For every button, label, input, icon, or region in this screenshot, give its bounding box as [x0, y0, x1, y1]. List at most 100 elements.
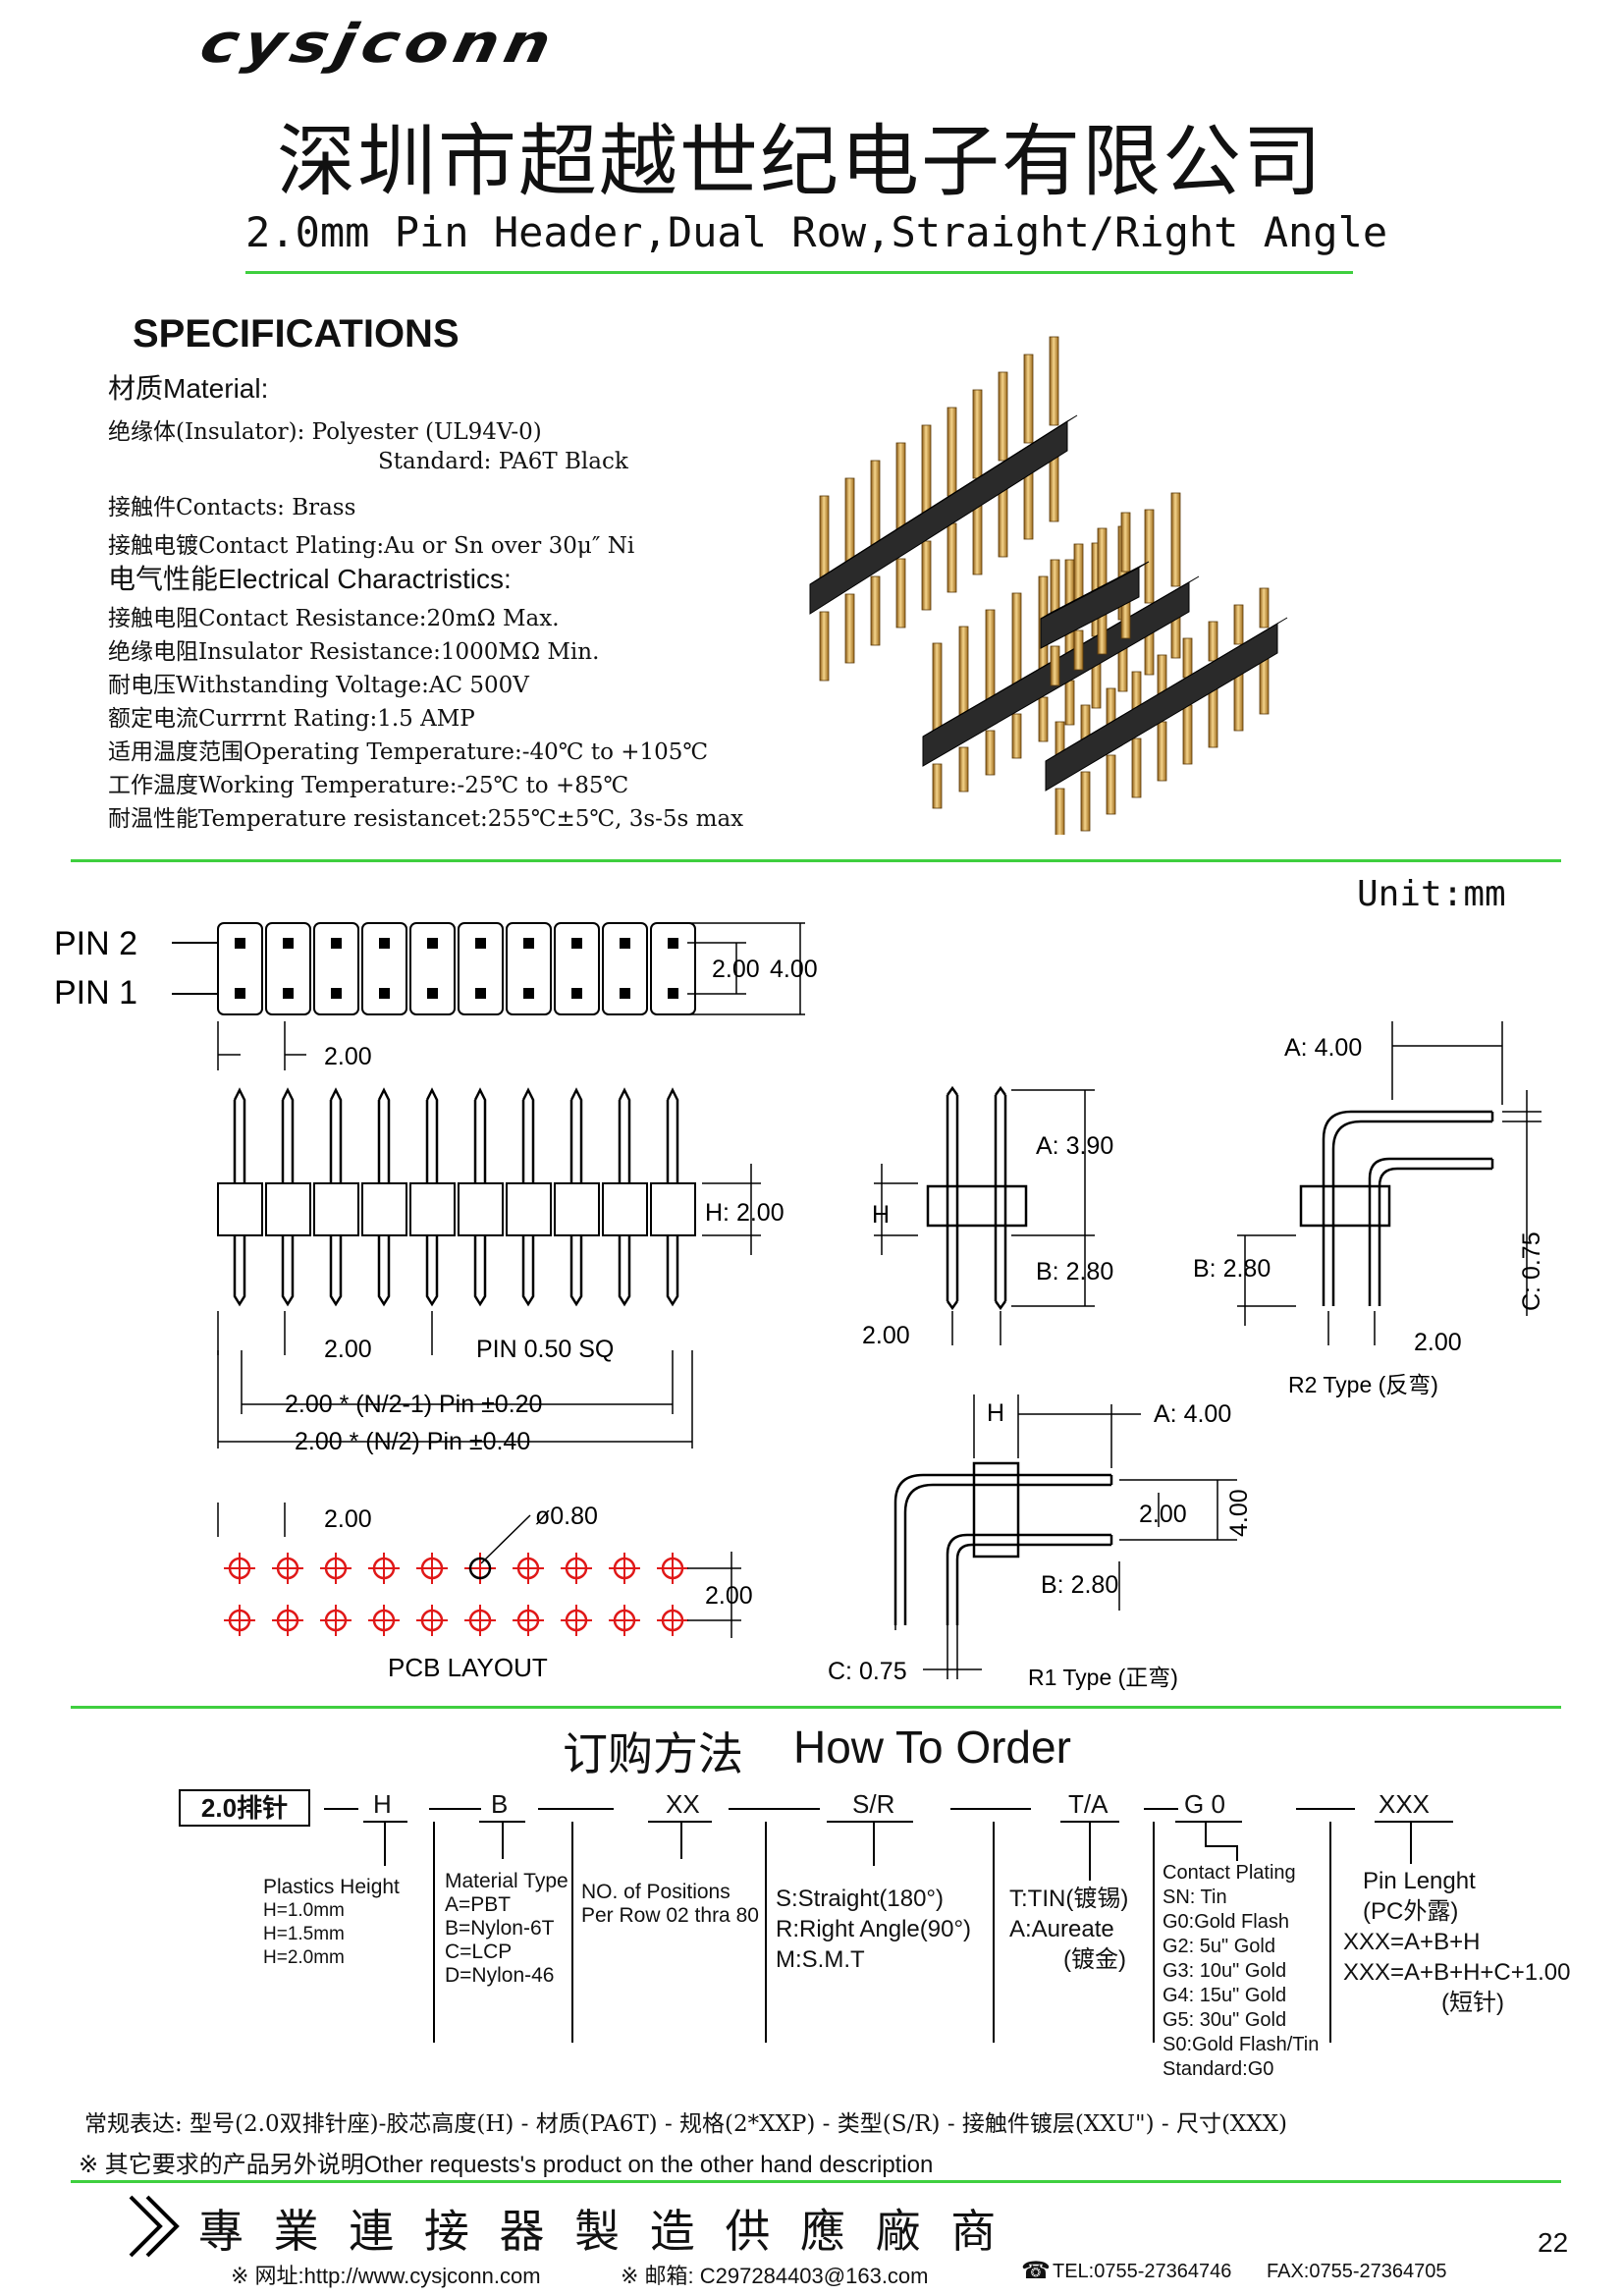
side-view-r1: H A: 4.00 2.00 4.00 B: 2.80 C: 0.75 R1 T… — [828, 1394, 1253, 1690]
pin-upper — [618, 1087, 631, 1183]
front-cell — [313, 1182, 359, 1236]
plating-options: Contact Plating SN: Tin G0:Gold Flash G2… — [1163, 1861, 1319, 2082]
dim-b-2-80-r2: B: 2.80 — [1193, 1255, 1271, 1283]
company-logo: cysjconn — [194, 13, 563, 76]
pcb-hole — [420, 1609, 444, 1632]
gold-pin — [1050, 645, 1060, 686]
pin-square — [523, 938, 534, 949]
footer-email[interactable]: ※ 邮箱: C297284403@163.com — [621, 2264, 929, 2288]
section-divider — [71, 859, 1561, 862]
header-cell — [313, 922, 359, 1015]
plating-g0: G0:Gold Flash — [1163, 1911, 1289, 1933]
length-options: Pin Lenght (PC外露) XXX=A+B+H XXX=A+B+H+C+… — [1343, 1866, 1571, 2018]
gold-pin — [819, 495, 830, 585]
gold-pin — [1011, 592, 1022, 687]
dim-b-2-80-r1: B: 2.80 — [1041, 1571, 1118, 1599]
length-short: (短针) — [1441, 1990, 1504, 2016]
field-ta: T/A — [1068, 1789, 1109, 1819]
right-angle-header-side — [1045, 587, 1288, 835]
pin-upper — [569, 1087, 583, 1183]
gold-pin — [895, 558, 906, 629]
front-cell — [650, 1182, 696, 1236]
gold-pin — [1182, 704, 1193, 765]
pin-upper — [473, 1087, 487, 1183]
header-cell — [458, 922, 504, 1015]
housing-top — [809, 414, 1078, 585]
pin-square — [620, 988, 630, 999]
pcb-hole — [324, 1557, 348, 1580]
pcb-hole — [276, 1609, 299, 1632]
spec-insulation: 绝缘电阻Insulator Resistance:1000MΩ Min. — [108, 639, 600, 665]
pin-square — [475, 988, 486, 999]
pin-upper — [521, 1087, 535, 1183]
dim-b-2-80: B: 2.80 — [1036, 1258, 1113, 1285]
gold-pin — [921, 424, 932, 515]
pin-square — [427, 938, 438, 949]
pin-upper — [377, 1087, 391, 1183]
dim-formula-2: 2.00 * (N/2) Pin ±0.40 — [295, 1428, 530, 1455]
gold-pin — [870, 575, 881, 646]
material-c: C=LCP — [445, 1941, 513, 1963]
header-cell — [217, 922, 263, 1015]
footer-website[interactable]: ※ 网址:http://www.cysjconn.com — [231, 2264, 541, 2288]
material-b: B=Nylon-6T — [445, 1917, 555, 1940]
straight-header-image — [809, 336, 1288, 835]
gold-pin — [1073, 629, 1084, 671]
electrical-heading: 电气性能Electrical Charactristics: — [108, 564, 512, 594]
gold-pin — [998, 487, 1008, 558]
dim-a-3-90: A: 3.90 — [1036, 1132, 1113, 1160]
dim-h-side: H — [872, 1201, 890, 1229]
field-g0: G 0 — [1184, 1789, 1225, 1819]
plating-s0: S0:Gold Flash/Tin — [1163, 2034, 1320, 2055]
front-cell — [458, 1182, 504, 1236]
front-cell — [554, 1182, 600, 1236]
order-code-box: 2.0排针 — [179, 1789, 310, 1827]
pin-upper — [329, 1087, 343, 1183]
plating-g4: G4: 15u" Gold — [1163, 1985, 1287, 2006]
dim-4-00-r1: 4.00 — [1225, 1489, 1253, 1537]
pcb-hole — [324, 1609, 348, 1632]
gold-pin — [1233, 604, 1244, 645]
field-h: H — [373, 1789, 392, 1819]
gold-pin — [1023, 469, 1034, 540]
spec-contacts: 接触件Contacts: Brass — [108, 495, 356, 520]
gold-pin — [870, 460, 881, 550]
pin-square — [427, 988, 438, 999]
pin-lower — [569, 1235, 583, 1307]
pin-lower — [666, 1235, 679, 1307]
gold-pin — [1208, 687, 1218, 748]
positions-title: NO. of Positions — [581, 1881, 730, 1903]
gold-pin — [985, 609, 996, 704]
gold-pin — [1097, 527, 1108, 588]
title-underline — [245, 271, 1353, 274]
gold-pin — [972, 389, 983, 479]
hole-diameter: ø0.80 — [535, 1503, 598, 1530]
pin-upper — [281, 1087, 295, 1183]
plating-sn: SN: Tin — [1163, 1886, 1227, 1908]
pin-lower — [425, 1235, 439, 1307]
footer-fax: FAX:0755-27364705 — [1267, 2261, 1447, 2282]
finish-options: T:TIN(镀锡) A:Aureate (镀金) — [1009, 1884, 1128, 1975]
header-cell — [265, 922, 311, 1015]
side-view-straight: A: 3.90 H B: 2.80 2.00 — [862, 1085, 1113, 1349]
finish-tin: T:TIN(镀锡) — [1009, 1886, 1129, 1912]
header-cell — [506, 922, 552, 1015]
order-title-cn: 订购方法 — [563, 1727, 743, 1780]
order-title-en: How To Order — [793, 1722, 1071, 1773]
plating-g5: G5: 30u" Gold — [1163, 2009, 1287, 2031]
positions-range: Per Row 02 thra 80 — [581, 1904, 759, 1927]
gold-pin — [1080, 771, 1091, 832]
product-illustration — [809, 336, 1288, 835]
material-heading: 材质Material: — [108, 373, 269, 404]
spec-working-temp: 工作温度Working Temperature:-25℃ to +85℃ — [108, 773, 629, 798]
chevron-logo-icon — [129, 2195, 180, 2258]
spec-operating-temp: 适用温度范围Operating Temperature:-40℃ to +105… — [108, 739, 709, 765]
gold-pin — [895, 442, 906, 532]
dim-2-00-pcb: 2.00 — [324, 1505, 372, 1533]
header-cell — [554, 922, 600, 1015]
gold-pin — [819, 611, 830, 682]
pin-square — [571, 988, 582, 999]
order-expression: 常规表达: 型号(2.0双排针座)-胶芯高度(H) - 材质(PA6T) - 规… — [84, 2111, 1288, 2137]
pin-square — [571, 938, 582, 949]
pcb-layout-label: PCB LAYOUT — [388, 1653, 548, 1682]
